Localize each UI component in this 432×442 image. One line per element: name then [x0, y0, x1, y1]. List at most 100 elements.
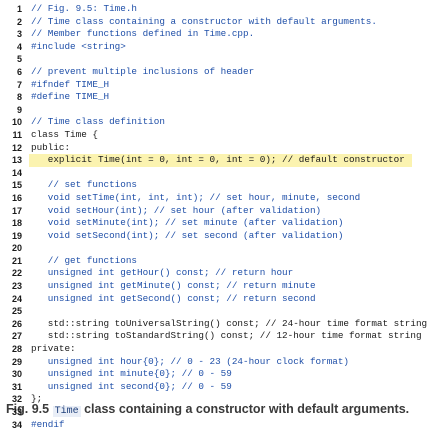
code-line: 34 #endif — [0, 419, 432, 432]
line-number: 31 — [11, 381, 22, 392]
code-line: 22 unsigned int getHour() const; // retu… — [0, 267, 432, 280]
code-text: // Member functions defined in Time.cpp. — [31, 28, 255, 40]
code-line: 23 unsigned int getMinute() const; // re… — [0, 280, 432, 293]
code-line: 33 — [0, 406, 432, 419]
caption-text: class containing a constructor with defa… — [84, 402, 410, 416]
line-number: 33 — [11, 407, 22, 417]
code-line: 32}; — [0, 393, 432, 406]
code-text: void setMinute(int); // set minute (afte… — [31, 217, 344, 229]
line-number: 34 — [11, 419, 22, 430]
line-number: 10 — [11, 117, 22, 128]
code-text: unsigned int second{0}; // 0 - 59 — [31, 380, 232, 392]
code-text: #define TIME_H — [31, 91, 110, 103]
code-line: 18 void setMinute(int); // set minute (a… — [0, 217, 432, 230]
code-line: 8 #define TIME_H — [0, 91, 432, 104]
code-text: public: — [31, 141, 71, 153]
code-line: 31 unsigned int second{0}; // 0 - 59 — [0, 381, 432, 394]
code-line: 30 unsigned int minute{0}; // 0 - 59 — [0, 368, 432, 381]
code-line: 21 // get functions — [0, 255, 432, 268]
code-text: void setTime(int, int, int); // set hour… — [31, 191, 361, 203]
line-number: 25 — [11, 306, 22, 317]
code-line: 25 — [0, 305, 432, 318]
line-number: 13 — [11, 155, 22, 166]
code-text: void setHour(int); // set hour (after va… — [31, 204, 322, 216]
code-text: private: — [31, 343, 76, 355]
line-number: 24 — [11, 293, 22, 304]
line-number: 29 — [11, 356, 22, 367]
code-line: 28 private: — [0, 343, 432, 356]
code-line: 26 std::string toUniversalString() const… — [0, 318, 432, 331]
figure-label: Fig. 9.5 — [6, 402, 50, 416]
code-text: // prevent multiple inclusions of header — [31, 65, 255, 77]
line-number: 1 — [16, 4, 22, 14]
line-number: 27 — [11, 331, 22, 342]
line-number: 22 — [11, 268, 22, 279]
line-number: 6 — [16, 66, 22, 77]
line-number: 3 — [16, 29, 22, 40]
line-number: 17 — [11, 205, 22, 216]
line-number: 4 — [16, 41, 22, 52]
code-text: // Time class containing a constructor w… — [31, 15, 377, 27]
code-text: std::string toUniversalString() const; /… — [31, 317, 428, 329]
line-number: 23 — [11, 281, 22, 292]
code-line: 4 #include <string> — [0, 41, 432, 54]
code-text: // get functions — [31, 254, 138, 266]
code-line: 10 // Time class definition — [0, 116, 432, 129]
line-number: 14 — [11, 167, 22, 178]
line-number: 11 — [12, 129, 22, 140]
code-text: explicit Time(int = 0, int = 0, int = 0)… — [31, 154, 405, 166]
line-number: 18 — [11, 218, 22, 229]
line-number: 5 — [16, 54, 22, 65]
code-line: 11 class Time { — [0, 129, 432, 142]
line-number: 20 — [11, 243, 22, 254]
code-line: 19 void setSecond(int); // set second (a… — [0, 230, 432, 243]
line-highlight — [29, 154, 412, 167]
code-text: std::string toStandardString() const; //… — [31, 330, 422, 342]
line-number: 12 — [11, 142, 22, 153]
line-number: 32 — [11, 394, 22, 405]
code-text: // Fig. 9.5: Time.h — [31, 3, 138, 14]
line-number: 21 — [11, 255, 22, 266]
code-text: unsigned int hour{0}; // 0 - 23 (24-hour… — [31, 355, 350, 367]
code-text: void setSecond(int); // set second (afte… — [31, 229, 344, 241]
code-text: unsigned int getHour() const; // return … — [31, 267, 294, 279]
code-text: }; — [31, 393, 43, 405]
code-text: unsigned int getSecond() const; // retur… — [31, 292, 316, 304]
code-line: 16 void setTime(int, int, int); // set h… — [0, 192, 432, 205]
caption-code-word: Time — [52, 406, 81, 417]
code-line: 12 public: — [0, 142, 432, 155]
code-line: 15 // set functions — [0, 179, 432, 192]
code-line: 14 — [0, 167, 432, 180]
code-listing: 1 // Fig. 9.5: Time.h 2 // Time class conta… — [0, 3, 432, 431]
line-number: 16 — [11, 192, 22, 203]
code-text: #endif — [31, 418, 65, 430]
code-line: 24 unsigned int getSecond() const; // re… — [0, 293, 432, 306]
line-number: 15 — [11, 180, 22, 191]
code-line: 13 explicit Time(int = 0, int = 0, int =… — [0, 154, 432, 167]
line-number: 7 — [16, 79, 22, 90]
line-number: 2 — [16, 16, 22, 27]
line-number: 9 — [16, 104, 22, 115]
figure-caption: Fig. 9.5 Time class containing a constru… — [6, 401, 426, 420]
line-number: 28 — [11, 344, 22, 355]
line-number: 19 — [11, 230, 22, 241]
code-text: class Time { — [31, 128, 98, 140]
code-text: // Time class definition — [31, 116, 165, 128]
code-text: #include <string> — [31, 40, 126, 52]
code-text: unsigned int getMinute() const; // retur… — [31, 280, 316, 292]
code-text: #ifndef TIME_H — [31, 78, 110, 90]
line-number: 26 — [11, 318, 22, 329]
code-line: 27 std::string toStandardString() const;… — [0, 330, 432, 343]
code-text: // set functions — [31, 179, 138, 191]
code-text: unsigned int minute{0}; // 0 - 59 — [31, 368, 232, 380]
code-line: 3 // Member functions defined in Time.cpp… — [0, 28, 432, 41]
code-line: 2 // Time class containing a constructor … — [0, 16, 432, 29]
code-line: 1 // Fig. 9.5: Time.h — [0, 3, 432, 16]
code-line: 9 — [0, 104, 432, 117]
code-line: 6 // prevent multiple inclusions of heade… — [0, 66, 432, 79]
line-number: 30 — [11, 369, 22, 380]
code-line: 17 void setHour(int); // set hour (after… — [0, 205, 432, 218]
code-line: 29 unsigned int hour{0}; // 0 - 23 (24-h… — [0, 356, 432, 369]
line-number: 8 — [16, 92, 22, 103]
code-line: 20 — [0, 242, 432, 255]
